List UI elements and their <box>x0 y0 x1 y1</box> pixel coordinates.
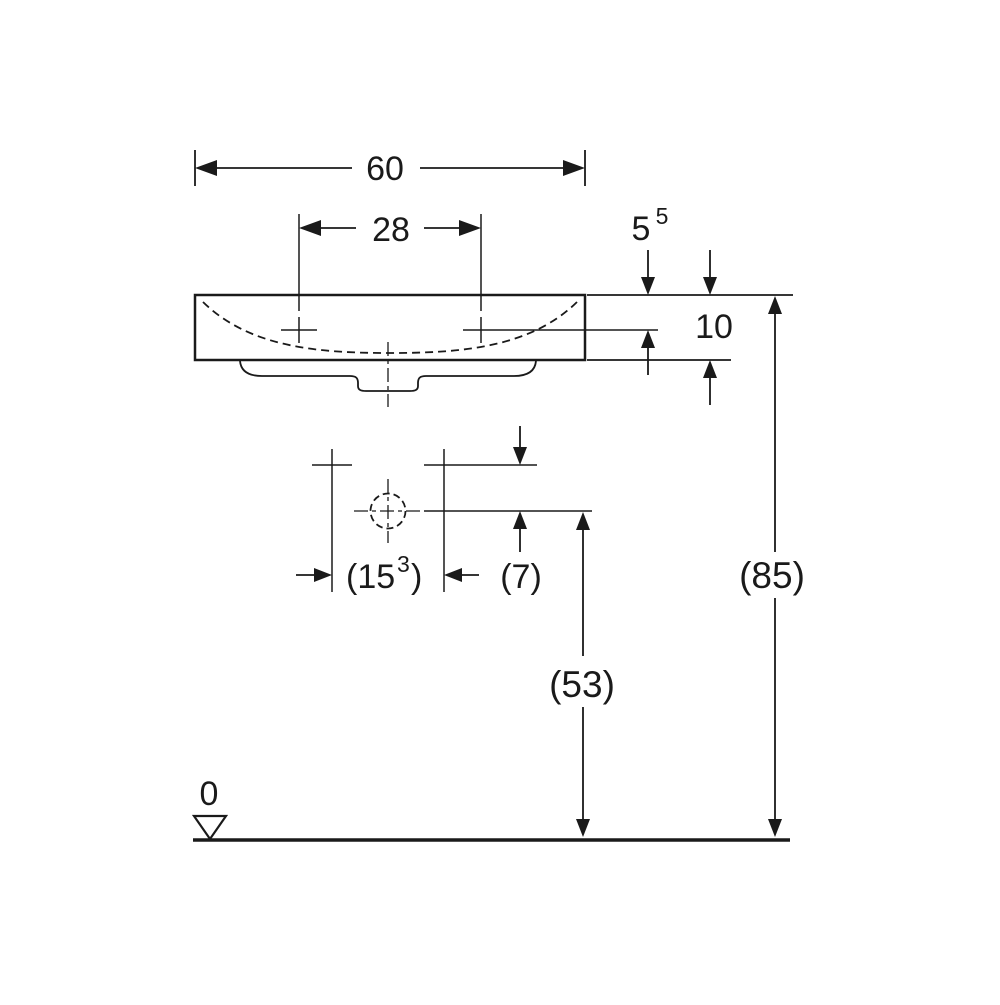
basin-front-view <box>193 293 793 407</box>
arrow-right-icon <box>563 160 585 176</box>
fixing-hole-view <box>312 449 592 592</box>
arrow-down-icon <box>641 277 655 295</box>
arrow-right-icon <box>314 568 332 582</box>
ground-datum: 0 <box>191 775 790 842</box>
dim-basin-height: 10 <box>695 250 733 405</box>
arrow-up-icon <box>703 360 717 378</box>
dim-tap-to-drain: (7) <box>500 426 542 596</box>
dim-tap-hole-spacing-label: 28 <box>372 211 410 249</box>
arrow-up-icon <box>641 330 655 348</box>
drain-outline <box>369 492 407 530</box>
arrow-up-icon <box>513 511 527 529</box>
arrow-left-icon <box>299 220 321 236</box>
dim-fixing-hole-spacing: (15 3 ) <box>296 551 479 596</box>
dim-rim-height-label: (85) <box>739 555 805 596</box>
datum-triangle-icon <box>191 814 229 841</box>
dim-basin-height-label: 10 <box>695 308 733 346</box>
arrow-left-icon <box>444 568 462 582</box>
dim-drain-height: (53) <box>549 512 615 837</box>
dim-rim-to-tap-hole: 5 5 <box>632 203 669 375</box>
basin-underside-outline <box>239 360 537 392</box>
dim-drain-height-label: (53) <box>549 664 615 705</box>
arrow-down-icon <box>513 447 527 465</box>
dim-total-width-label: 60 <box>366 150 404 188</box>
dim-fixing-hole-spacing-close: ) <box>411 558 422 596</box>
dim-total-width: 60 <box>194 150 586 188</box>
dim-rim-to-tap-hole-label: 5 <box>632 210 651 248</box>
datum-label: 0 <box>200 775 219 813</box>
dim-fixing-hole-spacing-sup: 3 <box>397 551 410 577</box>
dim-tap-hole-spacing: 28 <box>298 211 482 311</box>
dim-rim-height: (85) <box>739 296 805 837</box>
dim-fixing-hole-spacing-open: (15 <box>346 558 395 596</box>
arrow-up-icon <box>768 296 782 314</box>
arrow-left-icon <box>195 160 217 176</box>
arrow-down-icon <box>703 277 717 295</box>
basin-outline <box>193 293 587 362</box>
arrow-up-icon <box>576 512 590 530</box>
dim-tap-to-drain-label: (7) <box>500 558 542 596</box>
arrow-down-icon <box>576 819 590 837</box>
arrow-down-icon <box>768 819 782 837</box>
basin-interior-curve <box>202 301 578 354</box>
arrow-right-icon <box>459 220 481 236</box>
dim-rim-to-tap-hole-sup: 5 <box>656 203 669 229</box>
